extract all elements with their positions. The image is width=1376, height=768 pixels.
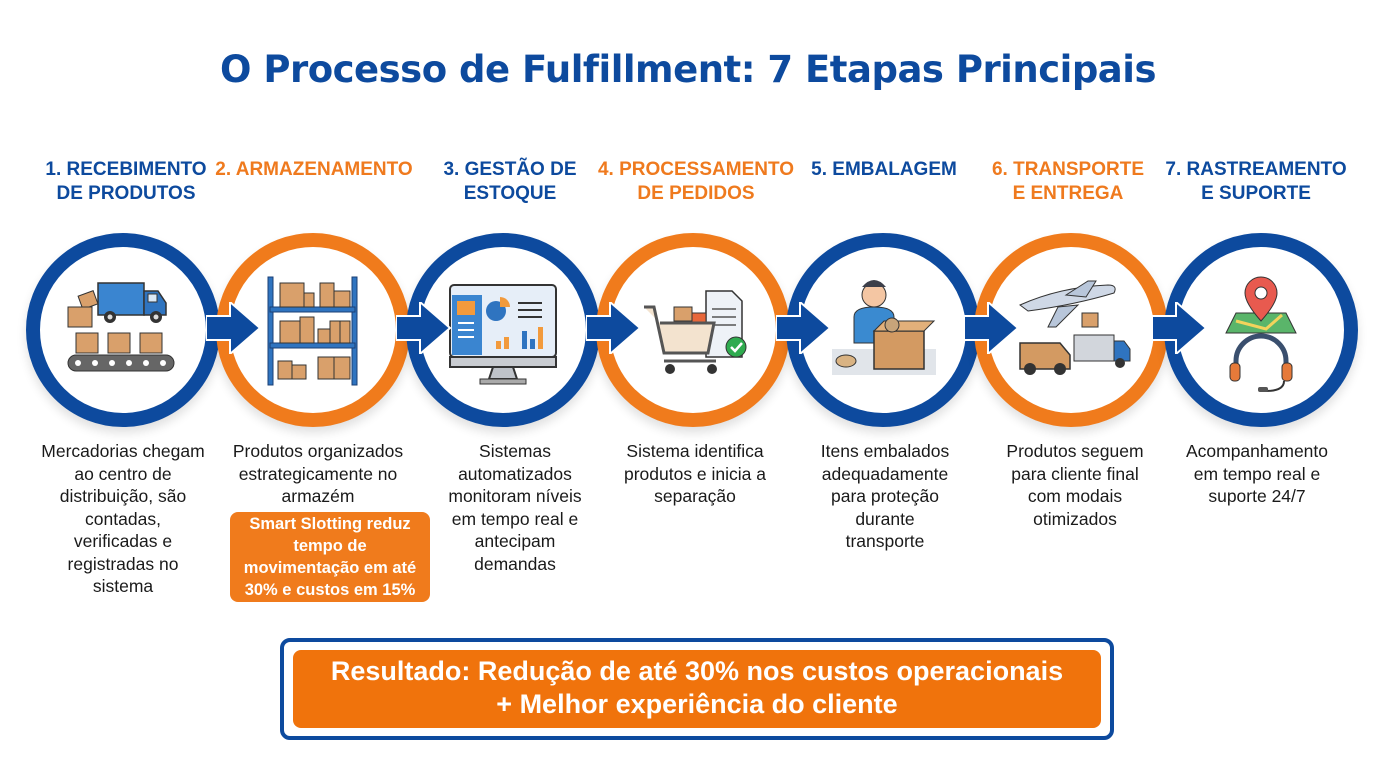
arrow-5-to-6-icon [964,302,1020,354]
truck-conveyor-icon [67,282,175,372]
result-banner: Resultado: Redução de até 30% nos custos… [280,638,1114,740]
worker-packing-icon [832,280,936,375]
dashboard-monitor-icon [449,284,557,385]
cart-order-icon [644,290,747,374]
step-2-title: 2. ARMAZENAMENTO [215,159,413,180]
result-banner-text: Resultado: Redução de até 30% nos custos… [293,650,1101,728]
warehouse-shelf-icon [267,276,358,386]
map-pin-headset-icon [1225,276,1297,392]
arrow-1-to-2-icon [206,302,262,354]
arrow-3-to-4-icon [586,302,642,354]
page-title: O Processo de Fulfillment: 7 Etapas Prin… [220,48,1156,91]
plane-van-truck-icon [1019,280,1131,375]
arrow-4-to-5-icon [776,302,832,354]
arrow-2-to-3-icon [396,302,452,354]
arrow-6-to-7-icon [1152,302,1208,354]
step-1-circle [26,233,220,427]
step-5-title: 5. EMBALAGEM [811,159,957,180]
